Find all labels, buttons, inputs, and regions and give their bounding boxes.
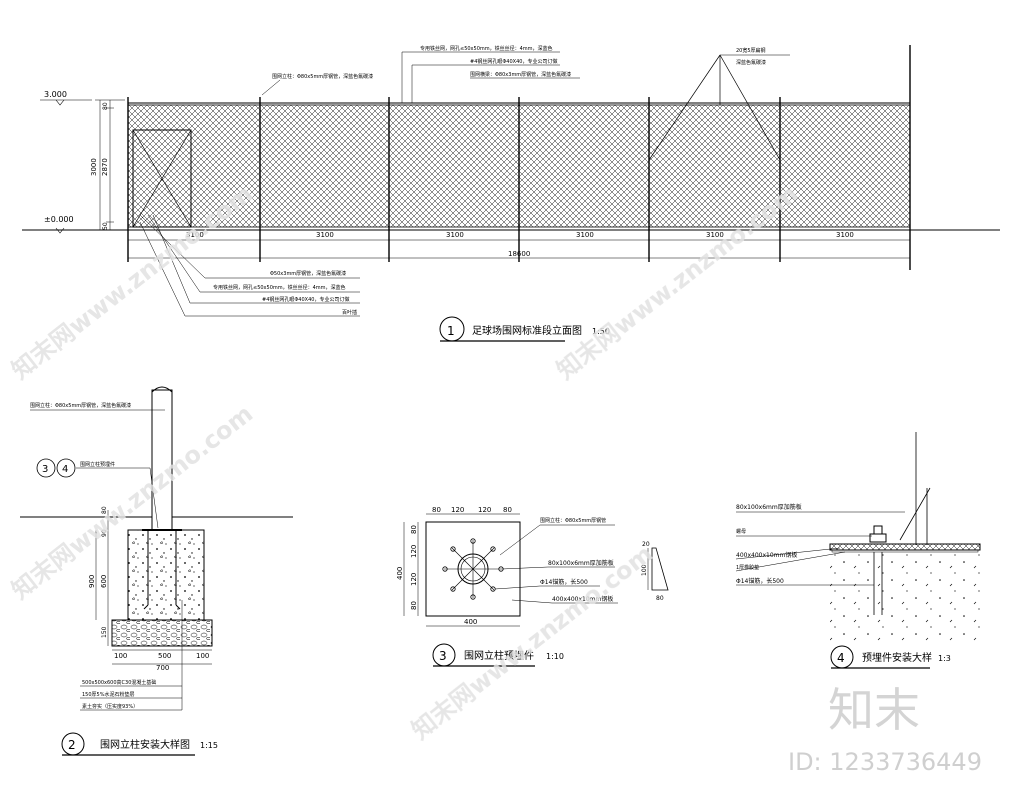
watermark-text-4: 知末网www.znzmo.com xyxy=(406,540,658,745)
concrete-footing xyxy=(127,529,205,621)
anchor-holes xyxy=(442,538,504,600)
dim2-right: 100 xyxy=(196,652,209,660)
dim3-left-1: 80 xyxy=(410,525,418,534)
dim-3000: 3000 xyxy=(90,158,98,176)
nut xyxy=(869,533,887,543)
dim3-left-2: 120 xyxy=(410,545,418,558)
post-installation-detail: 80 90 900 600 150 100 500 100 700 围网立柱：Φ… xyxy=(20,386,293,756)
note4-pad: 1厚橡胶垫 xyxy=(736,564,759,571)
dim-2870: 2870 xyxy=(101,158,109,176)
dim3-top-1: 80 xyxy=(432,506,441,514)
dim-50: 50 xyxy=(102,222,109,230)
fence-posts xyxy=(127,45,911,270)
level-base-mark: ±0.000 xyxy=(44,215,74,234)
ref-3: 3 xyxy=(42,464,48,475)
dim3-top-4: 80 xyxy=(503,506,512,514)
rib-section xyxy=(651,547,669,591)
title-2-scale: 1:15 xyxy=(200,741,218,750)
note2-post: 围网立柱：Φ80x5mm厚钢管，深蓝色氟碳漆 xyxy=(30,402,131,409)
elevation-drawing: 3.000 ±0.000 3000 2870 80 50 3100 3100 3… xyxy=(22,45,1000,342)
embedded-plate-detail: 80 120 120 80 80 120 120 80 400 400 围网立柱… xyxy=(396,506,669,667)
title-1-scale: 1:50 xyxy=(592,327,610,336)
dim2-600: 600 xyxy=(100,575,108,588)
rib-dim-100: 100 xyxy=(641,564,648,576)
note-door: 百叶插 xyxy=(342,309,357,316)
note-corner-2: 深蓝色氟碳漆 xyxy=(736,59,766,66)
note2-gravel: 150厚5%水泥石粉垫层 xyxy=(82,691,134,698)
title-4-scale: 1:3 xyxy=(938,654,951,663)
dim2-total: 700 xyxy=(156,664,169,672)
title-3-number: 3 xyxy=(439,649,447,663)
note4-anchor: Φ14锚筋，长500 xyxy=(736,577,784,585)
title-1-text: 足球场围网标准段立面图 xyxy=(472,324,582,337)
note2-concrete: 500x500x600高C30混凝土基础 xyxy=(82,679,156,686)
bay-dim-5: 3100 xyxy=(706,231,724,239)
note-mesh: #4钢丝网孔眼Φ40X40，专业公司订做 xyxy=(470,58,557,65)
level-top-mark: 3.000 xyxy=(40,90,92,106)
title-2-text: 围网立柱安装大样图 xyxy=(100,738,190,751)
note3-plate: 400x400x10mm钢板 xyxy=(552,595,613,603)
title-4-number: 4 xyxy=(837,651,845,665)
steel-plate-4 xyxy=(829,543,981,551)
dim3-top-2: 120 xyxy=(451,506,464,514)
watermark-id: ID: 1233736449 xyxy=(788,748,982,776)
note3-rib: 80x100x6mm厚加筋板 xyxy=(548,559,614,567)
dim-80: 80 xyxy=(102,102,109,110)
dim3-left-3: 120 xyxy=(410,573,418,586)
soil-fill-4 xyxy=(830,552,980,642)
dim2-900: 900 xyxy=(88,575,96,588)
dim3-left-4: 80 xyxy=(410,601,418,610)
note-pipe: Φ50x3mm厚钢管，深蓝色氟碳漆 xyxy=(270,270,346,277)
level-base-label: ±0.000 xyxy=(44,215,74,224)
base-plate xyxy=(425,521,521,617)
bay-dim-6: 3100 xyxy=(836,231,854,239)
gravel-layer xyxy=(111,619,213,647)
note-beam: 围网横梁：Φ80x3mm厚钢管，深蓝色氟碳漆 xyxy=(470,71,571,78)
note4-nut: 螺母 xyxy=(736,528,746,535)
ref-note: 围网立柱预埋件 xyxy=(80,461,115,468)
door-frame xyxy=(132,129,192,228)
dim2-150: 150 xyxy=(101,626,108,638)
title-3-text: 围网立柱预埋件 xyxy=(464,649,534,662)
rib-dim-80: 80 xyxy=(656,595,664,602)
dim3-side-total: 400 xyxy=(396,567,404,580)
ref-4: 4 xyxy=(62,464,68,475)
note-frame: 专用铁丝网，网孔≤50x50mm，铁丝丝径：4mm，深蓝色 xyxy=(420,45,553,52)
bay-dim-1: 3100 xyxy=(186,231,204,239)
note4-plate: 400x400x10mm钢板 xyxy=(736,551,797,559)
dim2-80: 80 xyxy=(101,506,108,514)
note-mesh-2: #4钢丝网孔眼Φ40X40，专业公司订做 xyxy=(262,296,349,303)
note3-post: 围网立柱：Φ80x5mm厚钢管 xyxy=(540,517,606,524)
note4-rib: 80x100x6mm厚加筋板 xyxy=(736,503,802,511)
bay-dim-4: 3100 xyxy=(576,231,594,239)
dim3-bottom-total: 400 xyxy=(464,618,477,626)
total-length-dim: 18600 xyxy=(508,250,530,258)
title-2-number: 2 xyxy=(68,738,76,752)
bay-dim-3: 3100 xyxy=(446,231,464,239)
note-corner: 20宽5厚扁钢 xyxy=(736,47,766,54)
title-3-scale: 1:10 xyxy=(546,652,564,661)
dim3-top-3: 120 xyxy=(478,506,491,514)
title-1-number: 1 xyxy=(447,324,455,338)
note3-anchor: Φ14锚筋，长500 xyxy=(540,578,588,586)
dim2-90: 90 xyxy=(101,529,108,537)
level-top-label: 3.000 xyxy=(44,90,67,99)
note2-soil: 素土夯实（压实度93%） xyxy=(82,703,138,710)
rib-dim-20: 20 xyxy=(642,541,650,548)
dim2-left: 100 xyxy=(114,652,127,660)
bay-dim-2: 3100 xyxy=(316,231,334,239)
watermark-logo: 知末 xyxy=(828,683,920,737)
embedded-install-detail: 80x100x6mm厚加筋板 螺母 400x400x10mm钢板 1厚橡胶垫 Φ… xyxy=(735,432,981,669)
dim2-mid: 500 xyxy=(158,652,171,660)
note-post: 围网立柱：Φ80x5mm厚钢管，深蓝色氟碳漆 xyxy=(272,73,373,80)
note-frame-2: 专用铁丝网，网孔≤50x50mm，铁丝丝径：4mm，深蓝色 xyxy=(213,284,346,291)
title-4-text: 预埋件安装大样 xyxy=(862,651,932,664)
